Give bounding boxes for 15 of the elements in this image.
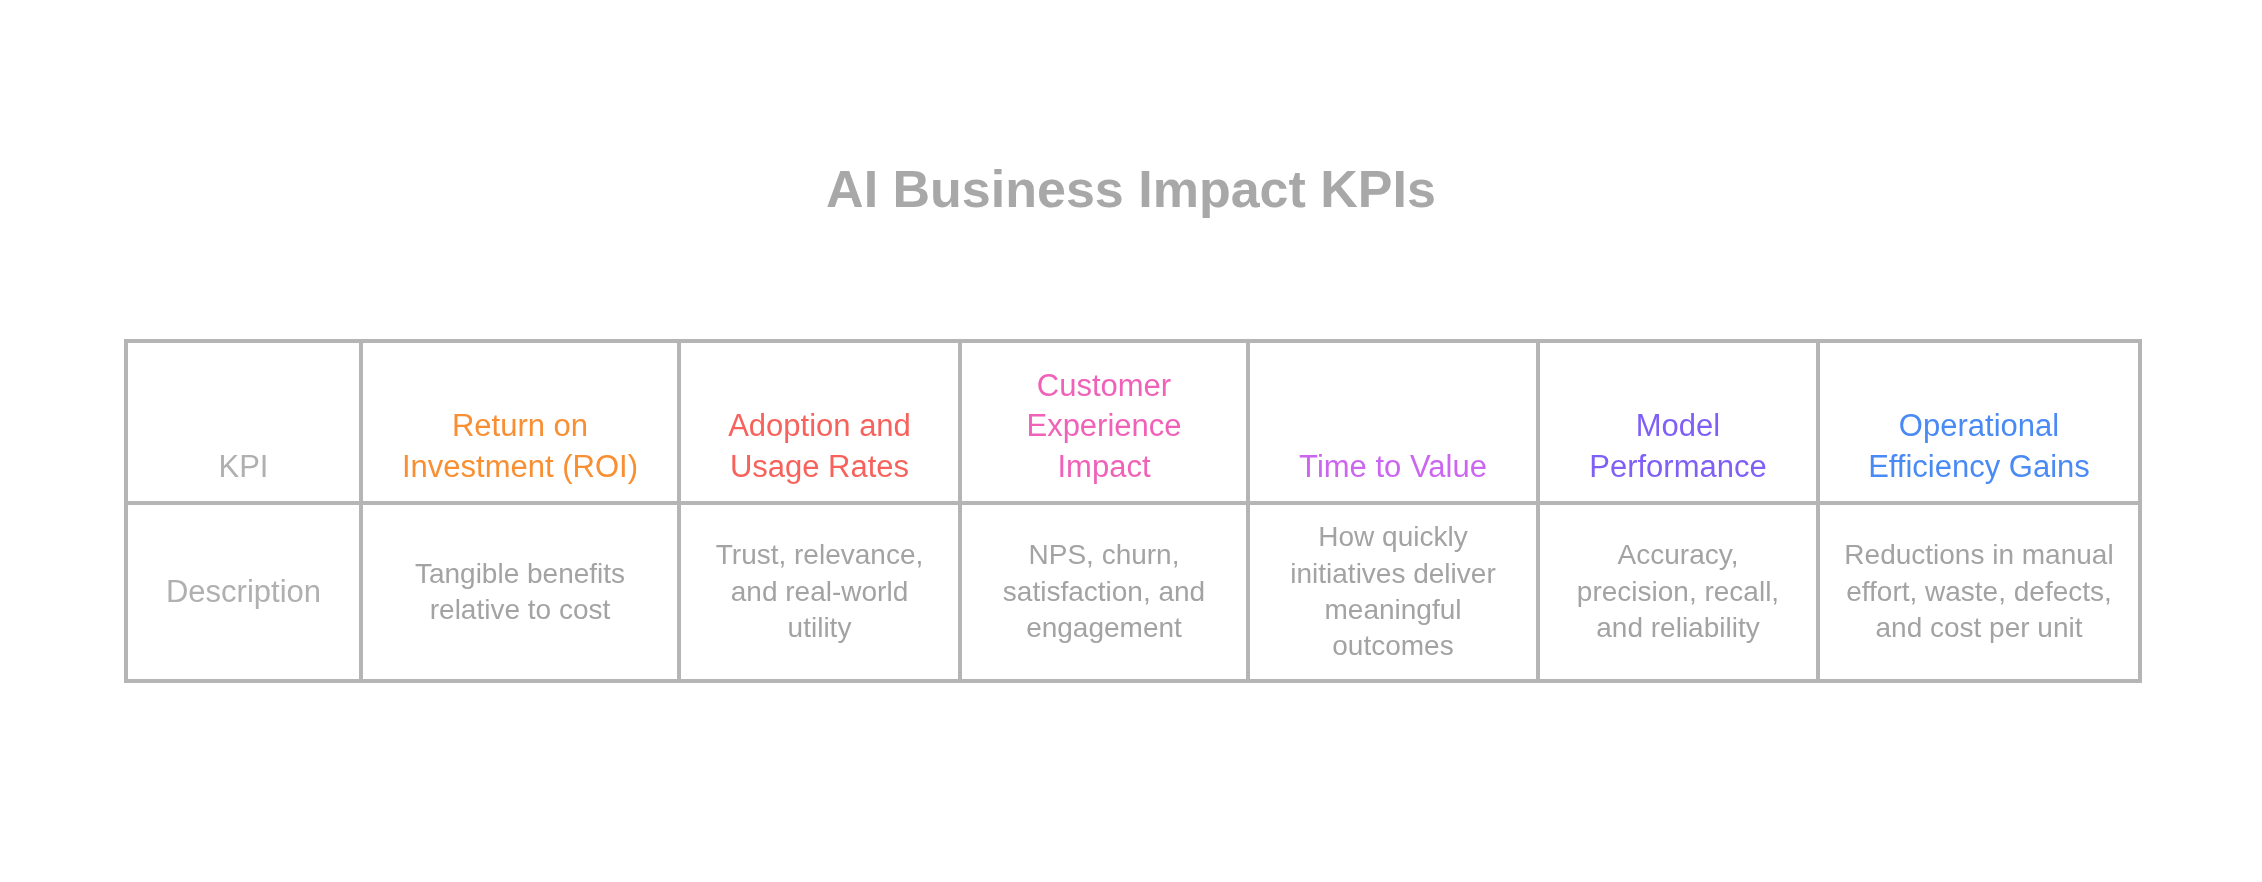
- description-text: Accuracy, precision, recall, and reliability: [1575, 538, 1781, 646]
- row-header-text: Description: [165, 572, 322, 611]
- header-cell-text: Model Performance: [1588, 407, 1768, 486]
- header-cell-text: Adoption and Usage Rates: [727, 407, 912, 486]
- description-text: Tangible benefits relative to cost: [413, 556, 627, 627]
- header-cell-text: Time to Value: [1299, 447, 1487, 486]
- diagram-title: AI Business Impact KPIs: [826, 159, 1436, 220]
- description-text: How quickly initiatives deliver meaningful outcomes: [1289, 520, 1497, 664]
- header-cell-text: Operational Efficiency Gains: [1867, 407, 2091, 486]
- description-text: Trust, relevance, and real-world utility: [714, 538, 925, 646]
- header-cell-text: KPI: [218, 447, 269, 486]
- header-cell-text: Customer Experience Impact: [1025, 367, 1183, 486]
- description-text: Reductions in manual effort, waste, defects, and cost per unit: [1844, 538, 2114, 646]
- header-cell-text: Return on Investment (ROI): [401, 407, 639, 486]
- description-text: NPS, churn, satisfaction, and engagement: [1001, 538, 1207, 646]
